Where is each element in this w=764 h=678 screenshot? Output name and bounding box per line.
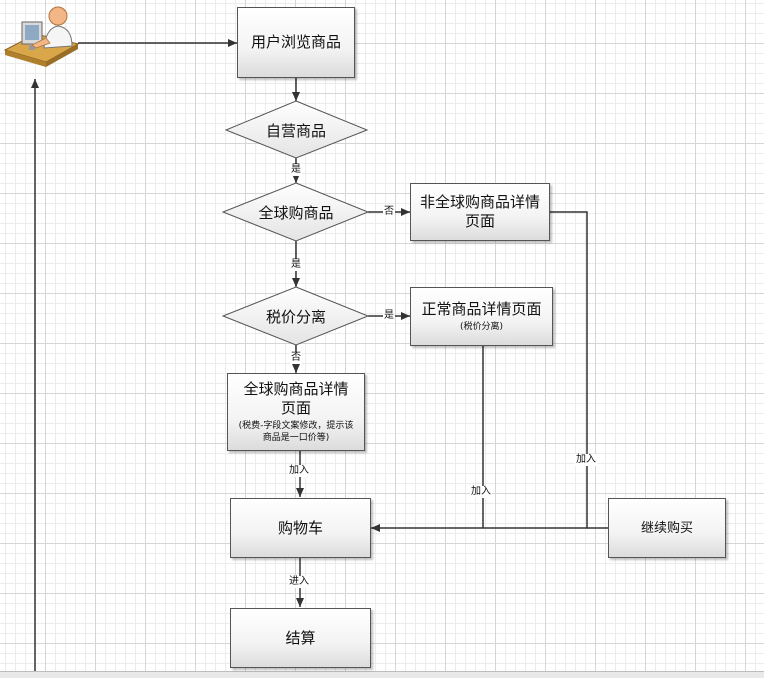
normal-detail-box: 正常商品详情页面 (税价分离)	[410, 287, 553, 346]
non-global-detail-box: 非全球购商品详情页面	[410, 183, 550, 241]
browse-box: 用户浏览商品	[237, 7, 355, 78]
user-at-computer-icon	[3, 6, 80, 67]
edge-add-label: 加入	[575, 454, 597, 466]
edge-yes-label: 是	[383, 310, 395, 322]
edge-no-label: 否	[383, 206, 395, 218]
cart-label: 购物车	[277, 518, 323, 537]
tax-split-label: 税价分离	[265, 308, 326, 326]
tax-split-decision	[221, 286, 370, 346]
global-label: 全球购商品	[258, 204, 334, 222]
cart-box: 购物车	[230, 498, 371, 558]
checkout-box: 结算	[230, 608, 371, 668]
continue-box: 继续购买	[608, 498, 726, 558]
global-detail-line1: 全球购商品详情	[243, 380, 349, 398]
edge-no-label: 否	[290, 352, 302, 364]
global-detail-note: (税费-字段文案修改，提示该商品是一口价等)	[238, 421, 354, 443]
global-decision	[221, 182, 370, 242]
edge-add-label: 加入	[288, 465, 310, 477]
self-run-decision	[224, 100, 369, 159]
normal-detail-label: 正常商品详情页面	[421, 300, 542, 318]
edge-yes-label: 是	[290, 259, 302, 271]
global-detail-box: 全球购商品详情 页面 (税费-字段文案修改，提示该商品是一口价等)	[227, 373, 365, 451]
edge-add-label: 加入	[470, 486, 492, 498]
scrollbar-strip	[0, 671, 764, 678]
edge-yes-label: 是	[290, 164, 302, 176]
browse-label: 用户浏览商品	[250, 33, 341, 51]
non-global-detail-label: 非全球购商品详情页面	[419, 193, 540, 230]
global-detail-line2: 页面	[280, 399, 311, 417]
nonglobal-to-cart-arrow	[371, 211, 588, 532]
self-run-label: 自营商品	[265, 122, 326, 140]
edge-enter-label: 进入	[288, 576, 310, 588]
continue-label: 继续购买	[640, 520, 693, 536]
checkout-label: 结算	[285, 628, 316, 647]
normal-detail-note: (税价分离)	[459, 322, 504, 332]
